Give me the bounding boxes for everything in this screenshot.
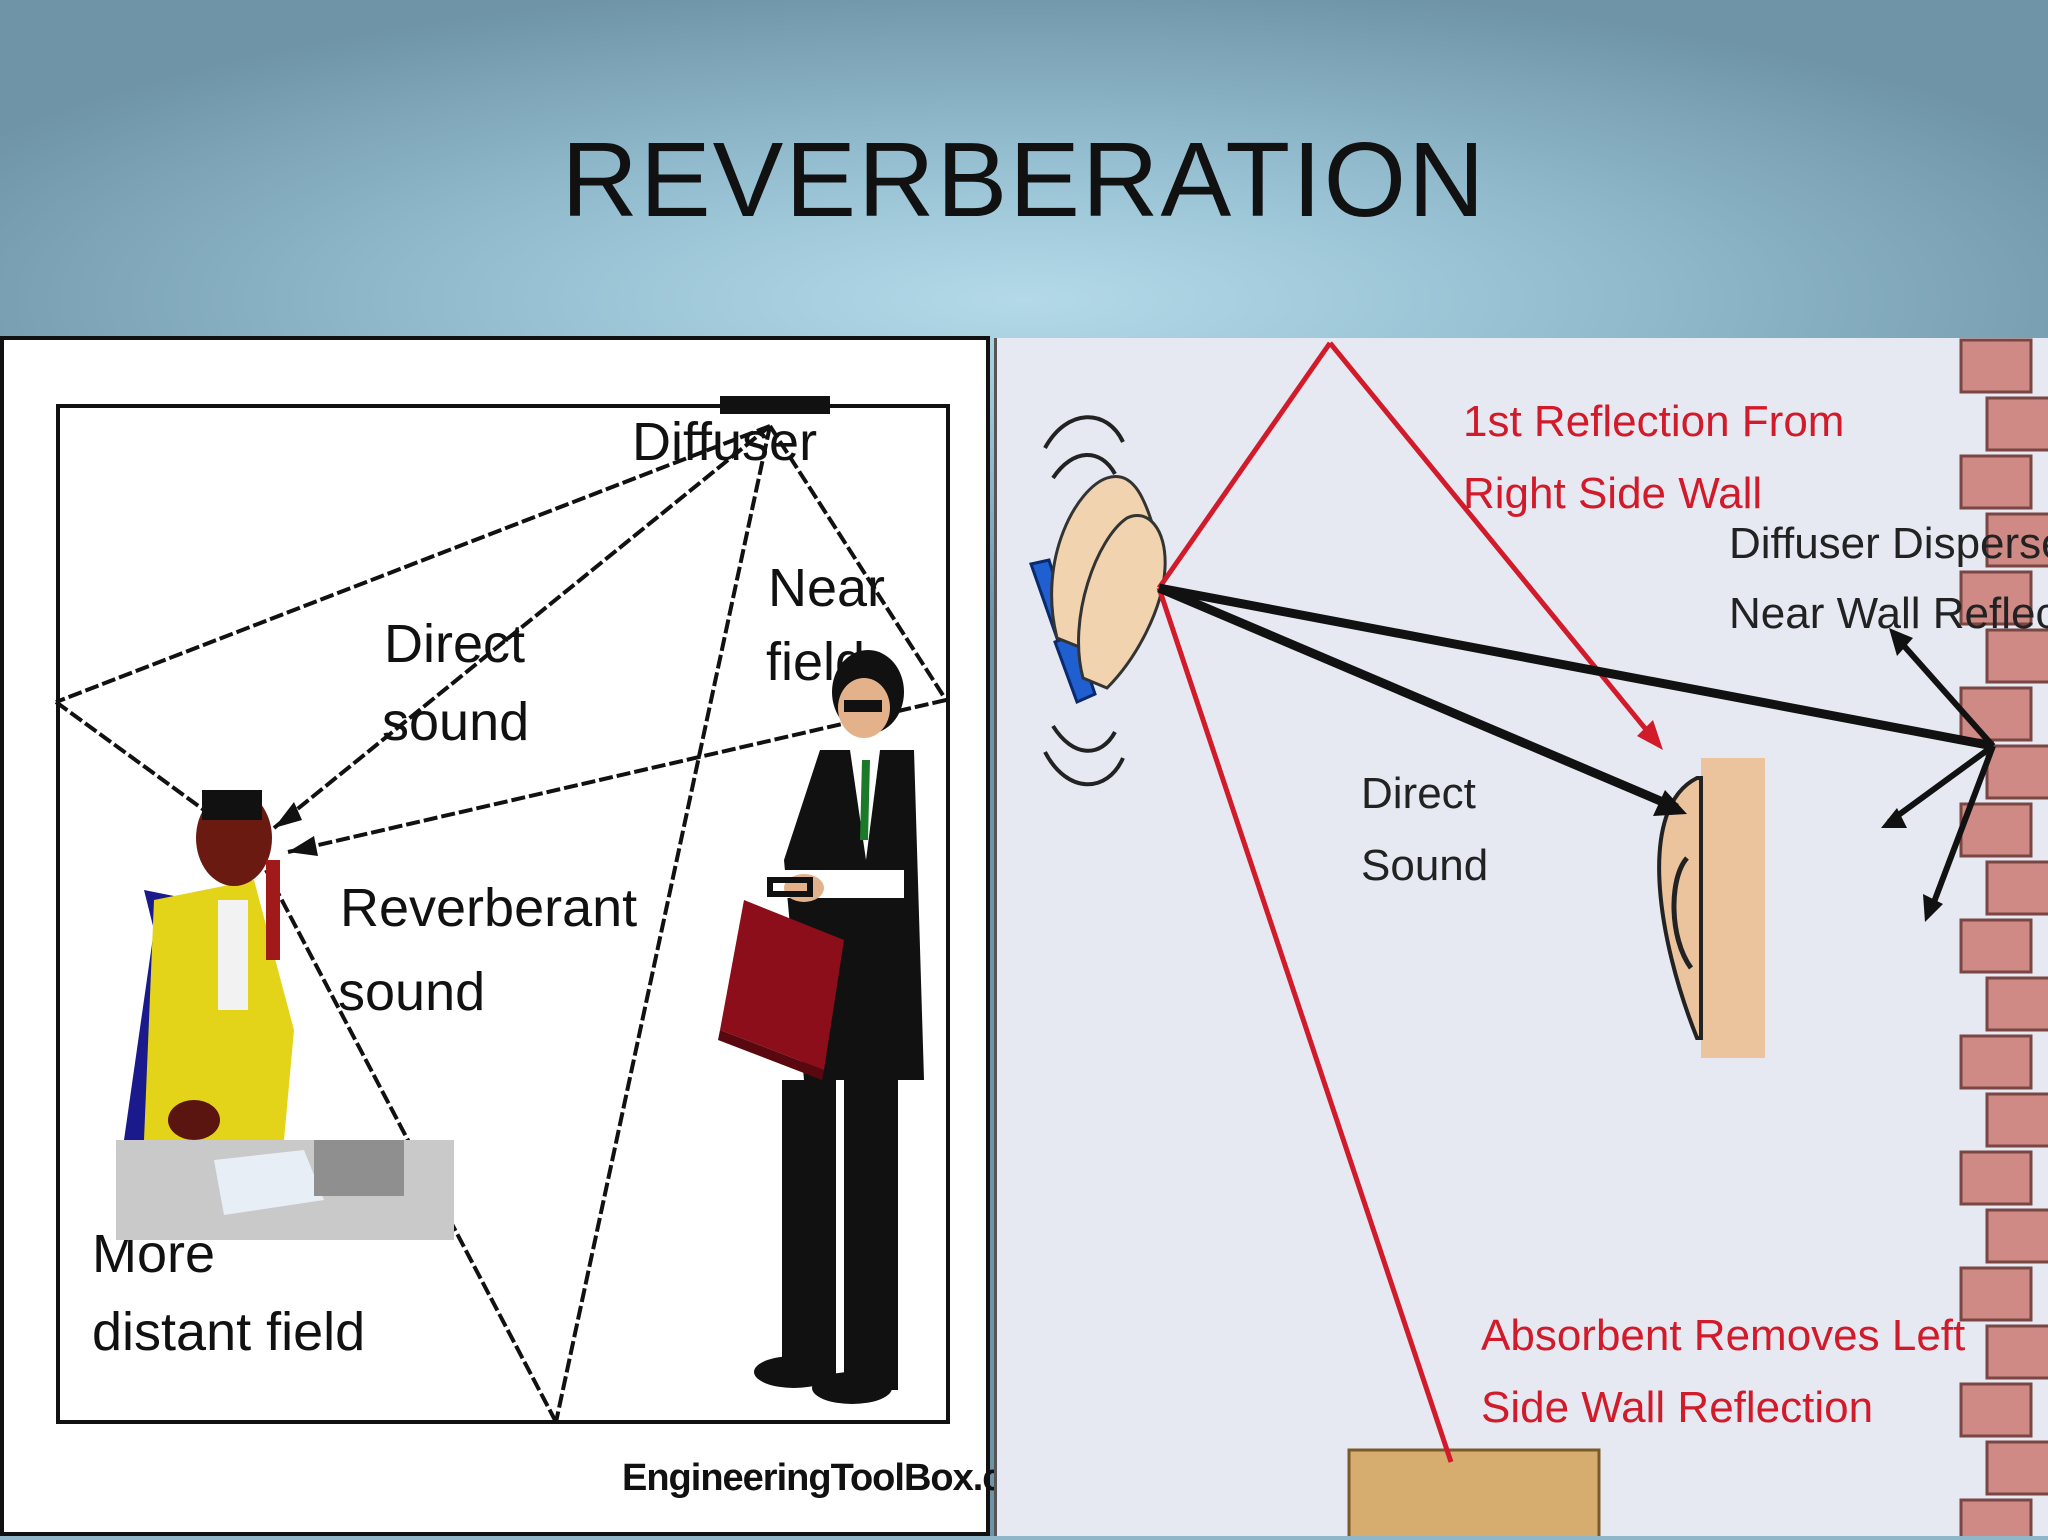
left-diagram-panel: Diffuser Direct sound Near field Reverbe… xyxy=(0,336,994,1536)
ray-to-right-side-wall xyxy=(1156,341,1333,590)
diffuser-bar xyxy=(720,396,830,414)
label-near: Near xyxy=(768,558,885,618)
label-diffuser-disperses: Diffuser Disperses xyxy=(1729,519,2048,568)
ear-icon xyxy=(1657,758,1765,1058)
label-diffuser: Diffuser xyxy=(632,412,817,472)
ray-to-absorbent xyxy=(1156,587,1454,1463)
ray-diffuser-to-right xyxy=(768,424,948,702)
right-diagram: 1st Reflection From Right Side Wall Diff… xyxy=(1029,338,2048,1536)
arrow-head-red xyxy=(1637,720,1663,750)
arrow-head-direct xyxy=(1653,790,1687,816)
ray-diffuser-to-left-wall xyxy=(55,424,771,704)
label-right-side-wall: Right Side Wall xyxy=(1463,469,1762,518)
label-first-reflection: 1st Reflection From xyxy=(1463,397,1844,446)
clapping-hands-icon xyxy=(1029,415,1167,787)
ray-to-diffuser-wall xyxy=(1158,583,1994,751)
brick-wall-icon xyxy=(1959,338,2048,1536)
credit-text: EngineeringToolBox.com xyxy=(622,1457,994,1499)
arrow-head-diffuse-1 xyxy=(1889,628,1913,656)
ray-diffuser-to-floor xyxy=(554,425,772,1423)
ray-direct-sound xyxy=(1157,583,1679,813)
seated-person-on-phone-icon xyxy=(116,790,454,1240)
briefcase-icon xyxy=(718,877,844,1080)
black-sound-rays xyxy=(1157,583,1994,813)
label-distant-field: distant field xyxy=(92,1302,365,1362)
arrow-head-reverberant xyxy=(288,836,318,856)
right-diagram-panel: 1st Reflection From Right Side Wall Diff… xyxy=(994,338,2048,1536)
arrow-head-diffuse-2 xyxy=(1881,808,1907,828)
label-sound: Sound xyxy=(1361,841,1488,890)
ray-reverberant xyxy=(287,698,947,854)
label-side-wall-reflection: Side Wall Reflection xyxy=(1481,1383,1873,1432)
left-diagram: Diffuser Direct sound Near field Reverbe… xyxy=(54,396,994,1499)
label-absorbent: Absorbent Removes Left xyxy=(1481,1311,1965,1360)
label-reverberant: Reverberant xyxy=(340,878,637,938)
ray-direct-sound xyxy=(272,424,772,830)
arrow-head-direct xyxy=(274,802,302,828)
label-sound: sound xyxy=(382,692,529,752)
absorbent-panel-icon xyxy=(1347,1448,1601,1536)
arrow-head-diffuse-3 xyxy=(1923,894,1943,922)
label-reverberant-sound: sound xyxy=(338,962,485,1022)
label-direct: Direct xyxy=(1361,769,1476,818)
label-near-wall-reflection: Near Wall Reflection xyxy=(1729,589,2048,638)
ray-left-wall-to-listener xyxy=(54,700,206,812)
label-direct: Direct xyxy=(384,614,525,674)
diffused-reflections xyxy=(1887,636,1996,912)
room-outline xyxy=(56,404,950,1424)
slide-title: REVERBERATION xyxy=(561,121,1487,239)
